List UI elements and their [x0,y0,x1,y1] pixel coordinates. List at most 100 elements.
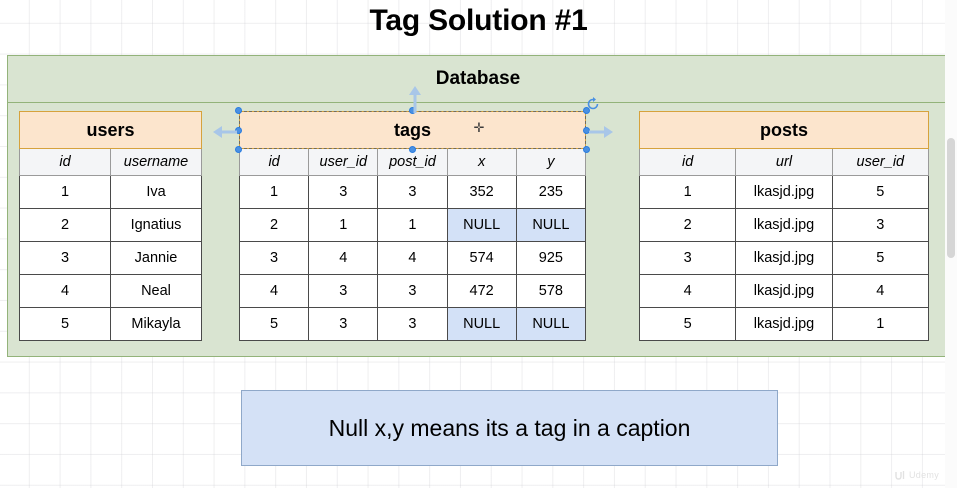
table-row: 2 lkasjd.jpg 3 [638,208,930,242]
column-header-username: username [110,148,202,176]
table-title-row: users [19,111,202,149]
cell-id: 4 [638,274,737,308]
column-header-id: id [638,148,737,176]
cell-url: lkasjd.jpg [735,208,833,242]
database-label: Database [8,56,948,103]
table-row: 3 Jannie [19,241,202,275]
cell-post-id: 1 [377,208,448,242]
caption-box[interactable]: Null x,y means its a tag in a caption [241,390,778,466]
table-row: 1 3 3 352 235 [238,175,587,209]
cell-url: lkasjd.jpg [735,307,833,341]
cell-post-id: 3 [377,274,448,308]
cell-user-id: 3 [831,208,930,242]
cell-x-null: NULL [446,208,517,242]
cell-user-id: 3 [308,175,379,209]
cell-url: lkasjd.jpg [735,175,833,209]
table-users[interactable]: users id username 1 Iva 2 Ignatius 3 Jan… [19,111,202,341]
watermark: Udemy [895,470,939,480]
column-header-post-id: post_id [377,148,448,176]
table-row: 4 3 3 472 578 [238,274,587,308]
column-header-url: url [735,148,833,176]
cell-id: 1 [238,175,310,209]
cell-id: 5 [238,307,310,341]
cell-y: 925 [515,241,587,275]
cell-user-id: 1 [831,307,930,341]
cell-user-id: 4 [831,274,930,308]
cell-user-id: 3 [308,307,379,341]
vertical-scrollbar-thumb[interactable] [947,138,955,258]
cell-username: Ignatius [110,208,202,242]
column-header-row: id user_id post_id x y [238,148,587,176]
watermark-text: Udemy [908,470,939,480]
cell-y: 578 [515,274,587,308]
table-row: 3 lkasjd.jpg 5 [638,241,930,275]
column-header-y: y [515,148,587,176]
table-title-row: tags [239,111,586,149]
cell-id: 5 [19,307,111,341]
page-title: Tag Solution #1 [369,4,588,37]
column-header-id: id [238,148,310,176]
connector-arrow-left-icon[interactable] [212,123,238,141]
cell-username: Iva [110,175,202,209]
cell-x: 352 [446,175,517,209]
column-header-x: x [446,148,517,176]
udemy-logo-icon [895,471,905,480]
connector-arrow-up-icon[interactable] [405,84,425,114]
cell-y: 235 [515,175,587,209]
cell-y-null: NULL [515,208,587,242]
column-header-id: id [19,148,111,176]
cell-url: lkasjd.jpg [735,274,833,308]
table-tags[interactable]: tags id user_id post_id x y 1 3 3 352 23… [238,111,587,341]
cell-id: 5 [638,307,737,341]
caption-text: Null x,y means its a tag in a caption [328,415,691,441]
cell-id: 4 [238,274,310,308]
column-header-user-id: user_id [831,148,930,176]
cell-id: 2 [19,208,111,242]
cell-user-id: 4 [308,241,379,275]
cell-username: Neal [110,274,202,308]
cell-id: 3 [638,241,737,275]
table-title-users[interactable]: users [19,111,202,149]
table-row: 5 lkasjd.jpg 1 [638,307,930,341]
cell-x-null: NULL [446,307,517,341]
cell-id: 4 [19,274,111,308]
table-row: 2 Ignatius [19,208,202,242]
column-header-row: id username [19,148,202,176]
column-header-row: id url user_id [638,148,930,176]
cell-url: lkasjd.jpg [735,241,833,275]
cell-user-id: 3 [308,274,379,308]
table-row: 5 3 3 NULL NULL [238,307,587,341]
vertical-scrollbar-track[interactable] [945,0,957,488]
table-row: 5 Mikayla [19,307,202,341]
table-row: 2 1 1 NULL NULL [238,208,587,242]
rotate-handle-icon[interactable] [585,96,601,112]
cell-username: Mikayla [110,307,202,341]
cell-x: 574 [446,241,517,275]
table-title-tags[interactable]: tags [239,111,586,149]
table-title-row: posts [639,111,929,149]
cell-post-id: 3 [377,307,448,341]
cell-id: 1 [638,175,737,209]
cell-post-id: 3 [377,175,448,209]
cell-username: Jannie [110,241,202,275]
cell-y-null: NULL [515,307,587,341]
cell-user-id: 1 [308,208,379,242]
cell-id: 2 [638,208,737,242]
cell-id: 3 [19,241,111,275]
table-row: 3 4 4 574 925 [238,241,587,275]
cell-id: 3 [238,241,310,275]
column-header-user-id: user_id [308,148,379,176]
table-row: 4 Neal [19,274,202,308]
table-posts[interactable]: posts id url user_id 1 lkasjd.jpg 5 2 lk… [638,111,930,341]
table-row: 4 lkasjd.jpg 4 [638,274,930,308]
move-cursor-icon: ✛ [473,120,485,135]
cell-user-id: 5 [831,175,930,209]
table-title-posts[interactable]: posts [639,111,929,149]
cell-user-id: 5 [831,241,930,275]
table-row: 1 lkasjd.jpg 5 [638,175,930,209]
table-row: 1 Iva [19,175,202,209]
cell-x: 472 [446,274,517,308]
cell-id: 2 [238,208,310,242]
connector-arrow-right-icon[interactable] [588,123,614,141]
cell-id: 1 [19,175,111,209]
